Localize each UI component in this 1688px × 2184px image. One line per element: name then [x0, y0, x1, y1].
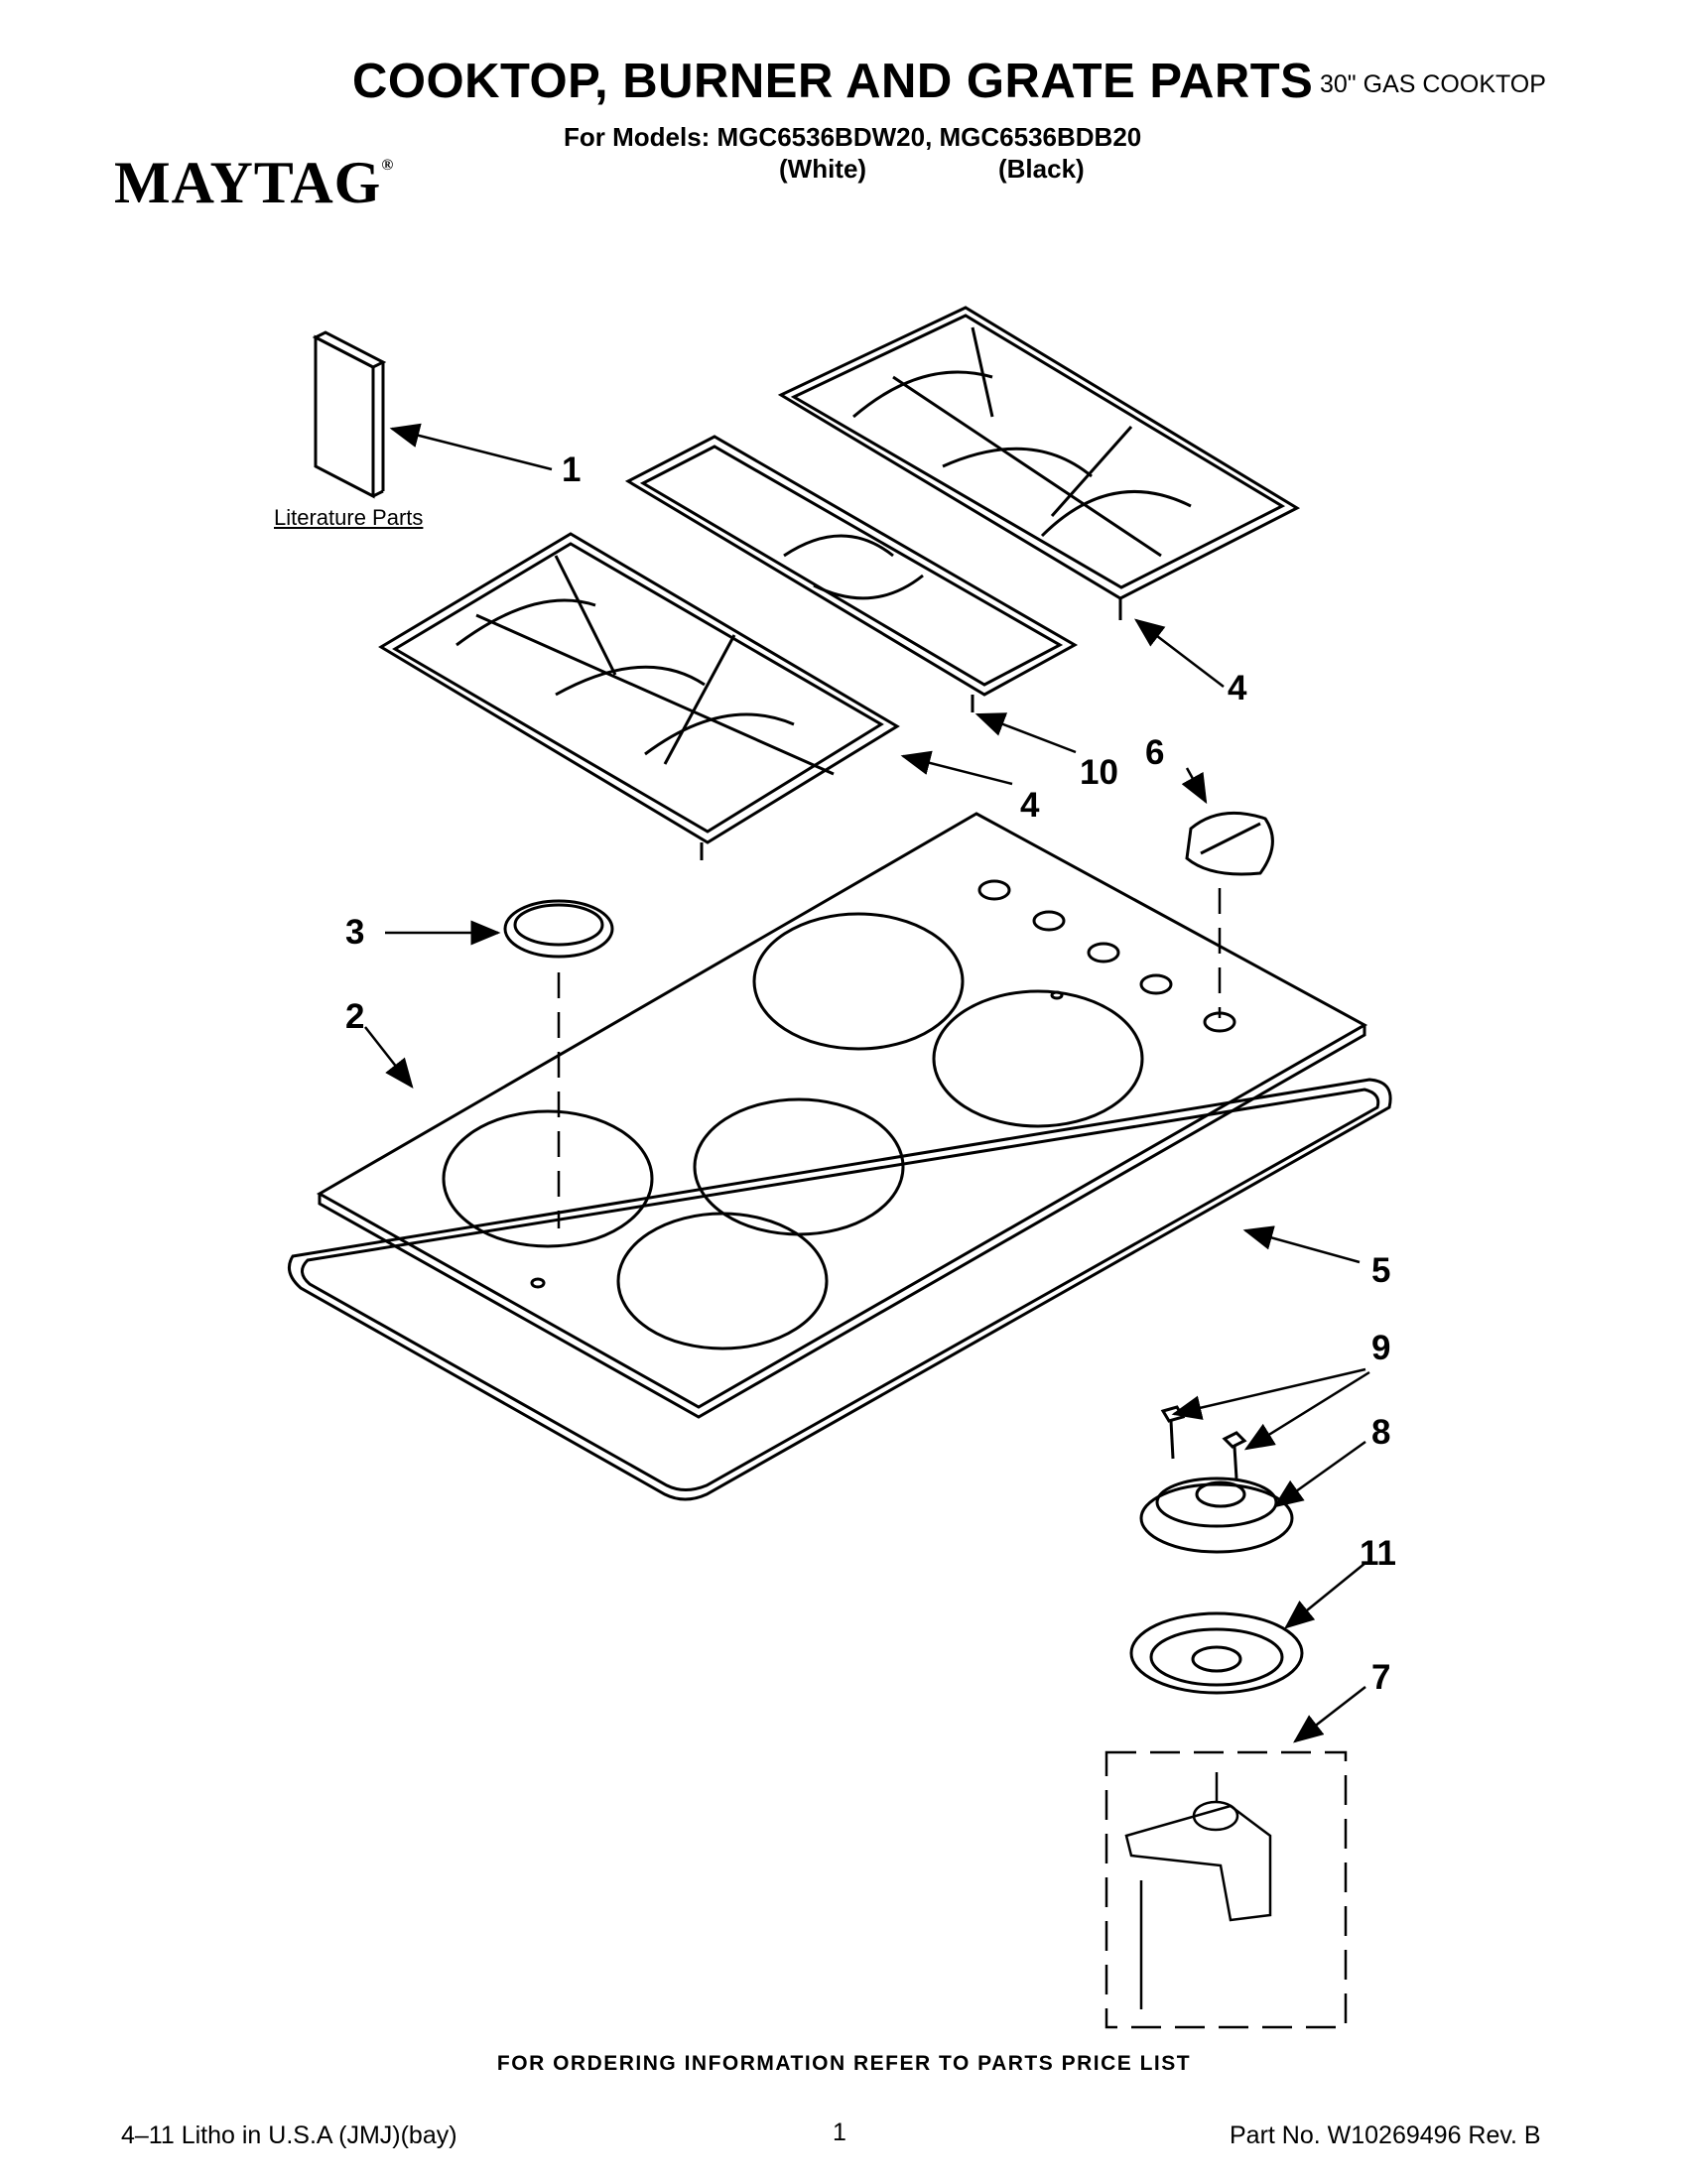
grate-left	[378, 532, 900, 860]
callout-labels: 1 4 6 10 4 3 2 5 9 8 11 7	[345, 450, 1396, 1697]
cooktop-gasket	[287, 1078, 1392, 1501]
literature-parts-booklet	[312, 330, 387, 499]
callout-4-left: 4	[1020, 786, 1040, 825]
callout-4-right: 4	[1228, 669, 1247, 707]
callout-5: 5	[1371, 1251, 1390, 1290]
cooktop-glass	[316, 812, 1368, 1419]
color-white-label: (White)	[779, 154, 867, 184]
callout-9: 9	[1371, 1329, 1390, 1367]
color-black-label: (Black)	[998, 154, 1085, 184]
control-knob	[1185, 811, 1274, 876]
callout-11: 11	[1360, 1534, 1396, 1573]
callout-2: 2	[345, 997, 364, 1036]
brand-logo: MAYTAG®	[114, 150, 395, 215]
valve-assembly-box	[1104, 1750, 1348, 2029]
callout-7: 7	[1371, 1658, 1390, 1697]
models-line: For Models: MGC6536BDW20, MGC6536BDB20	[564, 122, 1142, 152]
leader-arrows	[364, 423, 1370, 1743]
litho-info: 4–11 Litho in U.S.A (JMJ)(bay)	[121, 2121, 457, 2149]
grate-right	[777, 306, 1301, 620]
page-number: 1	[833, 2119, 846, 2146]
page-title: COOKTOP, BURNER AND GRATE PARTS	[352, 55, 1314, 108]
centerline-dashes	[557, 888, 1222, 1228]
literature-parts-label: Literature Parts	[274, 505, 424, 530]
callout-8: 8	[1371, 1413, 1390, 1452]
part-number: Part No. W10269496 Rev. B	[1230, 2121, 1541, 2149]
burner-cap	[503, 899, 614, 959]
callout-3: 3	[345, 913, 364, 952]
grate-center	[624, 435, 1079, 712]
burner-screws	[1160, 1405, 1247, 1479]
burner-base	[1139, 1477, 1294, 1554]
product-subtitle: 30" GAS COOKTOP	[1320, 70, 1546, 98]
callout-1: 1	[562, 450, 581, 489]
ordering-note: FOR ORDERING INFORMATION REFER TO PARTS …	[496, 2052, 1192, 2075]
callout-6: 6	[1145, 733, 1164, 772]
callout-10: 10	[1080, 753, 1118, 792]
burner-bowl	[1129, 1611, 1304, 1695]
